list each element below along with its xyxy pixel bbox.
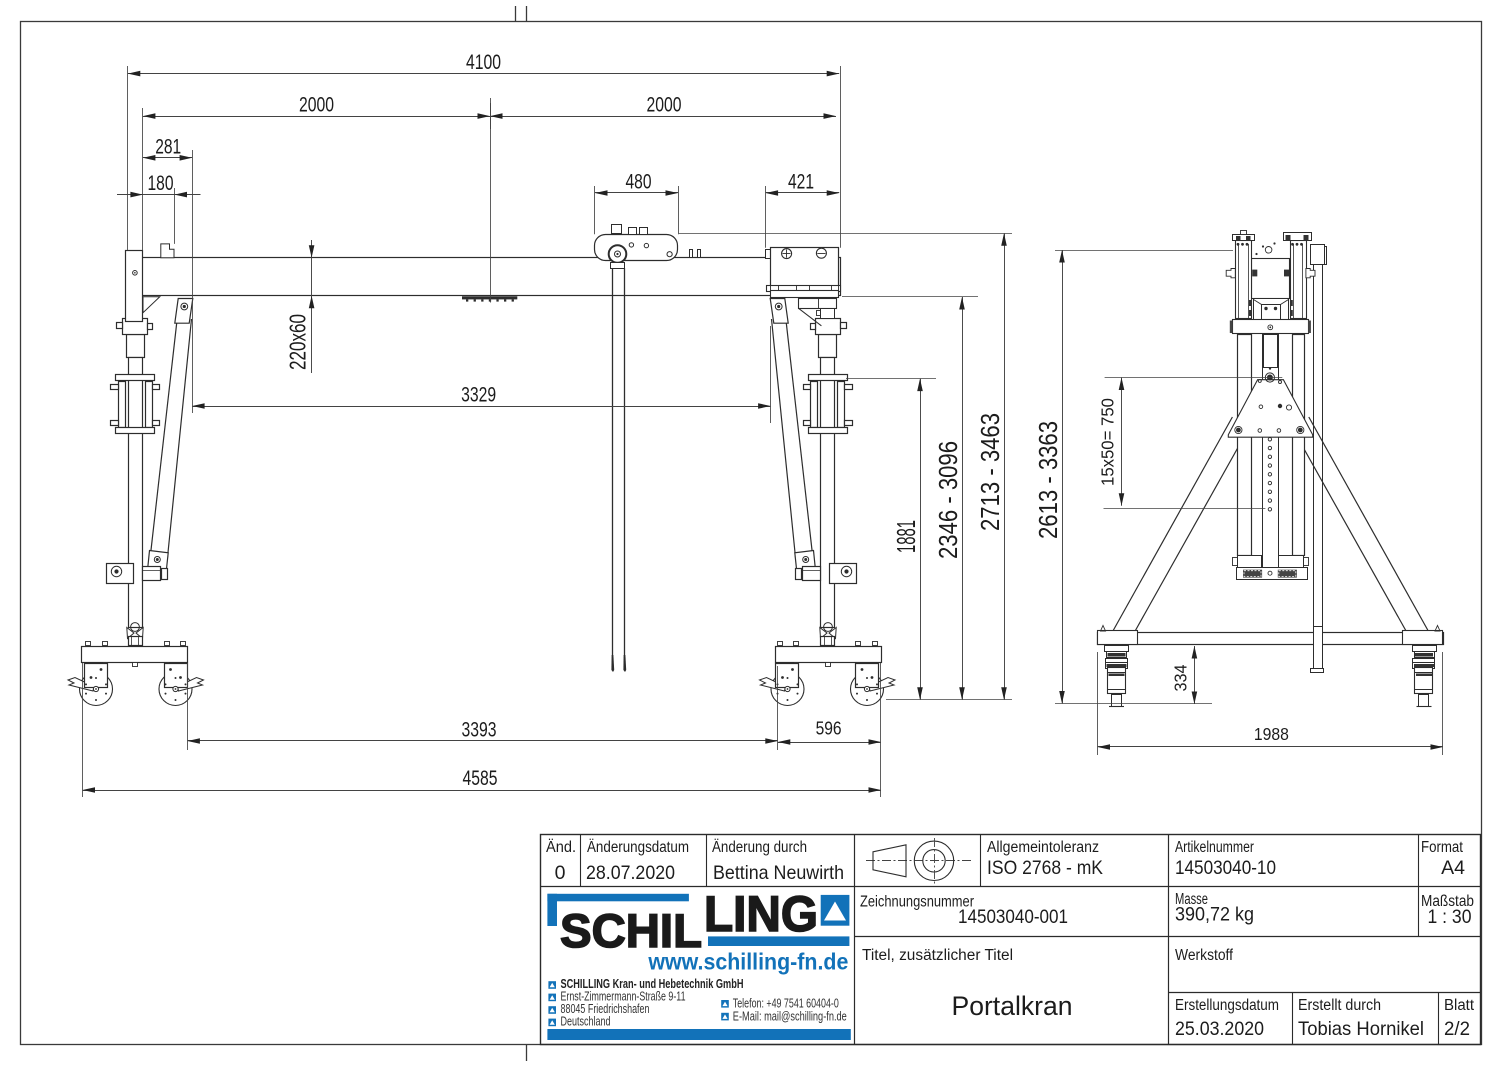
svg-text:421: 421 — [788, 171, 814, 194]
svg-text:3393: 3393 — [462, 719, 497, 742]
svg-text:2/2: 2/2 — [1444, 1018, 1470, 1040]
svg-text:480: 480 — [626, 171, 652, 194]
svg-text:1881: 1881 — [891, 520, 921, 553]
svg-text:2346 - 3096: 2346 - 3096 — [933, 441, 963, 559]
svg-text:25.03.2020: 25.03.2020 — [1175, 1018, 1264, 1040]
svg-text:14503040-10: 14503040-10 — [1175, 857, 1276, 879]
svg-text:E-Mail: mail@schilling-fn.de: E-Mail: mail@schilling-fn.de — [733, 1009, 847, 1023]
svg-text:Erstellungsdatum: Erstellungsdatum — [1175, 997, 1279, 1014]
svg-text:334: 334 — [1171, 664, 1191, 691]
svg-text:4585: 4585 — [463, 767, 498, 790]
svg-text:14503040-001: 14503040-001 — [958, 906, 1068, 928]
svg-text:4100: 4100 — [466, 51, 501, 74]
svg-text:Allgemeintoleranz: Allgemeintoleranz — [987, 839, 1099, 856]
svg-text:Artikelnummer: Artikelnummer — [1175, 839, 1254, 856]
svg-text:Portalkran: Portalkran — [952, 991, 1073, 1021]
svg-text:220x60: 220x60 — [285, 314, 311, 370]
svg-text:2713 - 3463: 2713 - 3463 — [975, 413, 1005, 531]
svg-text:3329: 3329 — [461, 384, 496, 407]
svg-text:2000: 2000 — [299, 94, 334, 117]
svg-text:596: 596 — [816, 719, 842, 739]
svg-text:Bettina Neuwirth: Bettina Neuwirth — [713, 862, 844, 884]
svg-text:1 : 30: 1 : 30 — [1428, 906, 1472, 928]
svg-text:Telefon: +49 7541 60404-0: Telefon: +49 7541 60404-0 — [733, 997, 839, 1011]
svg-text:390,72 kg: 390,72 kg — [1175, 904, 1254, 926]
svg-text:Änd.: Änd. — [546, 839, 576, 856]
svg-text:Maßstab: Maßstab — [1421, 893, 1474, 910]
svg-text:ISO 2768 - mK: ISO 2768 - mK — [987, 857, 1103, 879]
svg-text:Titel, zusätzlicher Titel: Titel, zusätzlicher Titel — [862, 947, 1013, 964]
svg-text:SCHILLING Kran- und Hebetechni: SCHILLING Kran- und Hebetechnik GmbH — [561, 977, 744, 991]
svg-text:www.schilling-fn.de: www.schilling-fn.de — [647, 949, 848, 975]
svg-text:SCHIL: SCHIL — [560, 904, 702, 957]
svg-text:1988: 1988 — [1254, 724, 1289, 744]
svg-text:2613 - 3363: 2613 - 3363 — [1033, 421, 1063, 539]
svg-text:15x50= 750: 15x50= 750 — [1098, 398, 1118, 486]
svg-text:Blatt: Blatt — [1444, 997, 1475, 1014]
svg-text:28.07.2020: 28.07.2020 — [586, 862, 675, 884]
svg-text:281: 281 — [155, 135, 181, 158]
svg-text:2000: 2000 — [647, 94, 682, 117]
svg-text:Masse: Masse — [1175, 891, 1208, 908]
svg-text:Zeichnungsnummer: Zeichnungsnummer — [860, 894, 974, 911]
svg-text:88045 Friedrichshafen: 88045 Friedrichshafen — [561, 1002, 650, 1016]
svg-text:0: 0 — [555, 862, 566, 884]
svg-text:Format: Format — [1421, 839, 1464, 856]
svg-text:Werkstoff: Werkstoff — [1175, 947, 1234, 964]
svg-text:Änderung durch: Änderung durch — [712, 839, 807, 856]
svg-text:Erstellt durch: Erstellt durch — [1298, 997, 1381, 1014]
svg-text:Tobias Hornikel: Tobias Hornikel — [1298, 1018, 1424, 1040]
svg-text:180: 180 — [148, 172, 174, 195]
svg-text:Änderungsdatum: Änderungsdatum — [587, 839, 689, 856]
svg-text:A4: A4 — [1441, 857, 1465, 879]
svg-text:LING: LING — [704, 886, 818, 942]
svg-text:Deutschland: Deutschland — [561, 1015, 611, 1029]
svg-text:Ernst-Zimmermann-Straße 9-11: Ernst-Zimmermann-Straße 9-11 — [561, 989, 686, 1003]
